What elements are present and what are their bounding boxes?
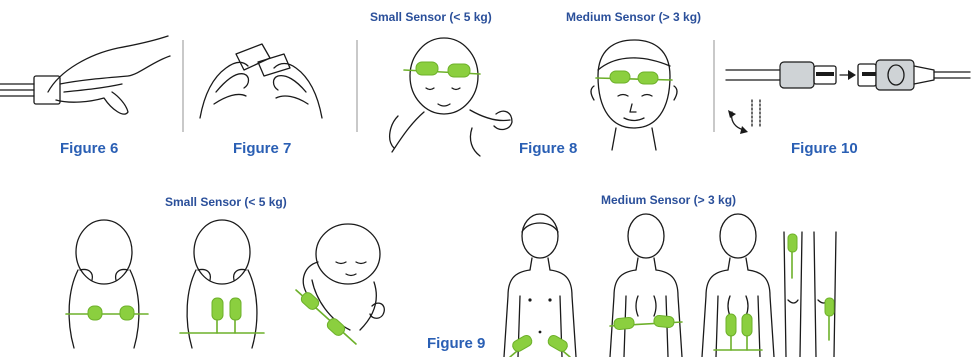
figure-7-caption: Figure 7: [233, 140, 291, 157]
figure-8-caption: Figure 8: [519, 140, 577, 157]
small-sensor-heading-top: Small Sensor (< 5 kg): [370, 10, 492, 24]
medium-sensor-heading-bottom: Medium Sensor (> 3 kg): [601, 193, 736, 207]
small-sensor-heading-bottom: Small Sensor (< 5 kg): [165, 195, 287, 209]
medium-sensor-heading-top: Medium Sensor (> 3 kg): [566, 10, 701, 24]
figure-6-caption: Figure 6: [60, 140, 118, 157]
figure-9-caption: Figure 9: [427, 335, 485, 352]
figure-10-caption: Figure 10: [791, 140, 858, 157]
